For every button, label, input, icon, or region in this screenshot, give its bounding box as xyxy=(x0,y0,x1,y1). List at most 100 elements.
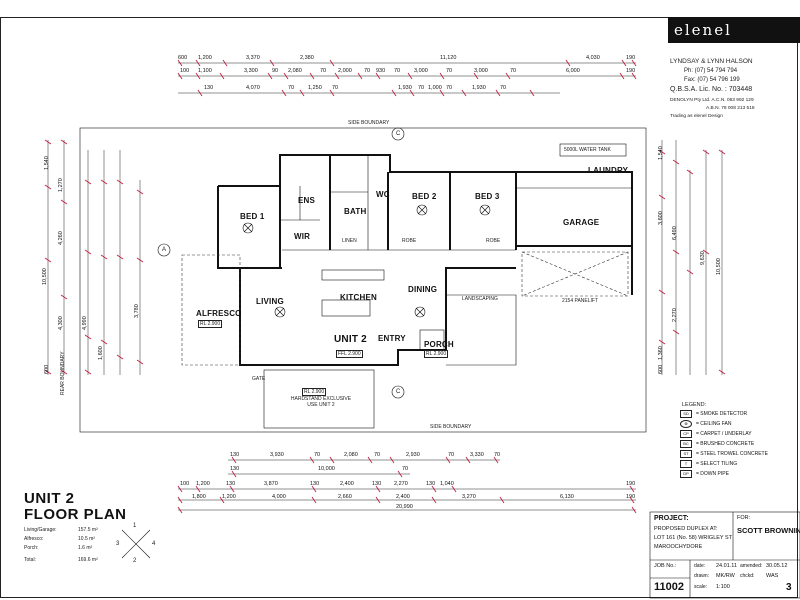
dim-bot-r2-2: 70 xyxy=(402,466,409,472)
dim-left-6: 3,780 xyxy=(134,304,140,318)
dim-top-r3-9: 1,930 xyxy=(472,85,486,91)
area-total-label: Total: xyxy=(24,557,36,563)
dim-bot-r1-4: 70 xyxy=(374,452,381,458)
area-porch-value: 1.6 m² xyxy=(78,545,93,551)
dim-bot-r3-1: 1,200 xyxy=(196,481,210,487)
legend-label: = STEEL TROWEL CONCRETE xyxy=(696,451,768,457)
dim-right-2: 6,490 xyxy=(672,226,678,240)
dim-top-r1-0: 600 xyxy=(178,55,188,61)
section-marker-a: A xyxy=(162,247,167,253)
dim-left-5: 4,990 xyxy=(82,316,88,330)
dim-left-2: 4,260 xyxy=(58,231,64,245)
dim-bot-r3-4: 130 xyxy=(310,481,320,487)
level-alfresco: RL 2.900 xyxy=(198,320,223,328)
area-living-value: 157.5 m² xyxy=(78,527,98,533)
dim-top-r2-1: 1,100 xyxy=(198,68,212,74)
dim-top-r1-3: 2,380 xyxy=(300,55,314,61)
area-alfresco-label: Alfresco: xyxy=(24,536,44,542)
room-dining: DINING xyxy=(408,285,438,294)
dim-bot-r4-1: 1,200 xyxy=(222,494,236,500)
fax-number: Fax: (07) 54 796 199 xyxy=(684,77,740,83)
room-kitchen: KITCHEN xyxy=(340,293,377,302)
top-dimension-lines xyxy=(177,59,637,97)
legend-item-carpet: CP = CARPET / UNDERLAY xyxy=(680,430,752,438)
company-acn: DENOLYN Pty Ltd. A.C.N. 063 992 129 xyxy=(670,98,754,103)
dim-top-r2-0: 100 xyxy=(180,68,190,74)
room-wir: WIR xyxy=(294,232,311,241)
dim-top-r3-5: 1,930 xyxy=(398,85,412,91)
drawing-border xyxy=(0,17,798,598)
dim-bot-r4-2: 4,000 xyxy=(272,494,286,500)
company-logo: elenel DESIGN xyxy=(668,17,800,43)
ceiling-fan-icon: ⊗ xyxy=(680,420,692,428)
legend-item-smoke-detector: SD = SMOKE DETECTOR xyxy=(680,410,747,418)
dim-top-r2-13: 70 xyxy=(510,68,517,74)
dim-top-r3-3: 1,250 xyxy=(308,85,322,91)
side-boundary-top-label: SIDE BOUNDARY xyxy=(348,120,390,126)
area-alfresco-value: 10.5 m² xyxy=(78,536,95,542)
scale-label: scale: xyxy=(694,584,708,590)
company-abn: A.B.N. 78 008 213 518 xyxy=(706,106,755,111)
right-dimension-lines xyxy=(658,140,726,375)
dim-right-0: 1,540 xyxy=(658,146,664,160)
dim-bot-r2-1: 10,000 xyxy=(318,466,335,472)
level-unit: FFL 2.900 xyxy=(336,350,363,358)
room-bed1: BED 1 xyxy=(240,212,265,221)
dim-top-r3-7: 1,000 xyxy=(428,85,442,91)
plan-title: FLOOR PLAN xyxy=(24,506,127,523)
smoke-detector-icon: SD xyxy=(680,410,692,418)
dim-top-r3-1: 4,070 xyxy=(246,85,260,91)
amended-label: amended: xyxy=(740,563,763,569)
unit-title: UNIT 2 xyxy=(24,490,75,507)
room-linen: LINEN xyxy=(342,238,357,244)
compass-2: 2 xyxy=(133,558,137,564)
area-total-value: 169.6 m² xyxy=(78,557,98,563)
dim-top-r2-4: 2,080 xyxy=(288,68,302,74)
legend-item-brushed-concrete: BC = BRUSHED CONCRETE xyxy=(680,440,754,448)
legend-label: = CEILING FAN xyxy=(696,421,732,427)
dim-top-r1-4: 11,120 xyxy=(440,55,457,61)
dim-bot-r3-6: 130 xyxy=(372,481,382,487)
job-value: 11002 xyxy=(654,581,684,593)
dim-bot-r1-7: 3,330 xyxy=(470,452,484,458)
tiling-icon: T xyxy=(680,460,692,468)
dim-top-r3-10: 70 xyxy=(500,85,507,91)
dim-right-6: 1,360 xyxy=(658,346,664,360)
dim-top-r1-5: 4,030 xyxy=(586,55,600,61)
area-living-label: Living/Garage: xyxy=(24,527,57,533)
project-label: PROJECT: xyxy=(654,515,689,522)
room-porch: PORCH xyxy=(424,340,454,349)
date-label: date: xyxy=(694,563,706,569)
carpet-icon: CP xyxy=(680,430,692,438)
legend-label: = BRUSHED CONCRETE xyxy=(696,441,755,447)
room-bath: BATH xyxy=(344,207,367,216)
dim-top-r2-8: 930 xyxy=(376,68,386,74)
steel-trowel-icon: ST xyxy=(680,450,692,458)
room-bed2: BED 2 xyxy=(412,192,437,201)
dim-right-4: 9,630 xyxy=(700,251,706,265)
room-robe-bed3: ROBE xyxy=(486,238,501,244)
compass-4: 4 xyxy=(152,541,156,547)
legend-item-select-tiling: T = SELECT TILING xyxy=(680,460,737,468)
side-boundary-bottom-label: SIDE BOUNDARY xyxy=(430,424,472,430)
dim-bot-r4-3: 2,660 xyxy=(338,494,352,500)
dim-right-1: 3,600 xyxy=(658,211,664,225)
legend-label: = CARPET / UNDERLAY xyxy=(696,431,752,437)
phone-number: Ph: (07) 54 794 794 xyxy=(684,68,738,74)
dim-right-5: 2,270 xyxy=(672,308,678,322)
dim-bot-r4-0: 1,800 xyxy=(192,494,206,500)
dim-top-r3-4: 70 xyxy=(332,85,339,91)
dim-bot-r3-5: 2,400 xyxy=(340,481,354,487)
room-robe-bed2: ROBE xyxy=(402,238,417,244)
dim-top-r3-2: 70 xyxy=(288,85,295,91)
section-marker-c-bottom: C xyxy=(396,389,401,395)
dim-top-r2-9: 70 xyxy=(394,68,401,74)
dim-bot-r4-6: 6,130 xyxy=(560,494,574,500)
drawn-value: MK/RW xyxy=(716,573,735,579)
dim-bot-r3-7: 2,270 xyxy=(394,481,408,487)
level-porch: RL 2.900 xyxy=(424,350,449,358)
room-laundry: LAUNDRY xyxy=(588,166,629,175)
room-alfresco: ALFRESCO xyxy=(196,309,242,318)
compass-1: 1 xyxy=(133,523,137,529)
